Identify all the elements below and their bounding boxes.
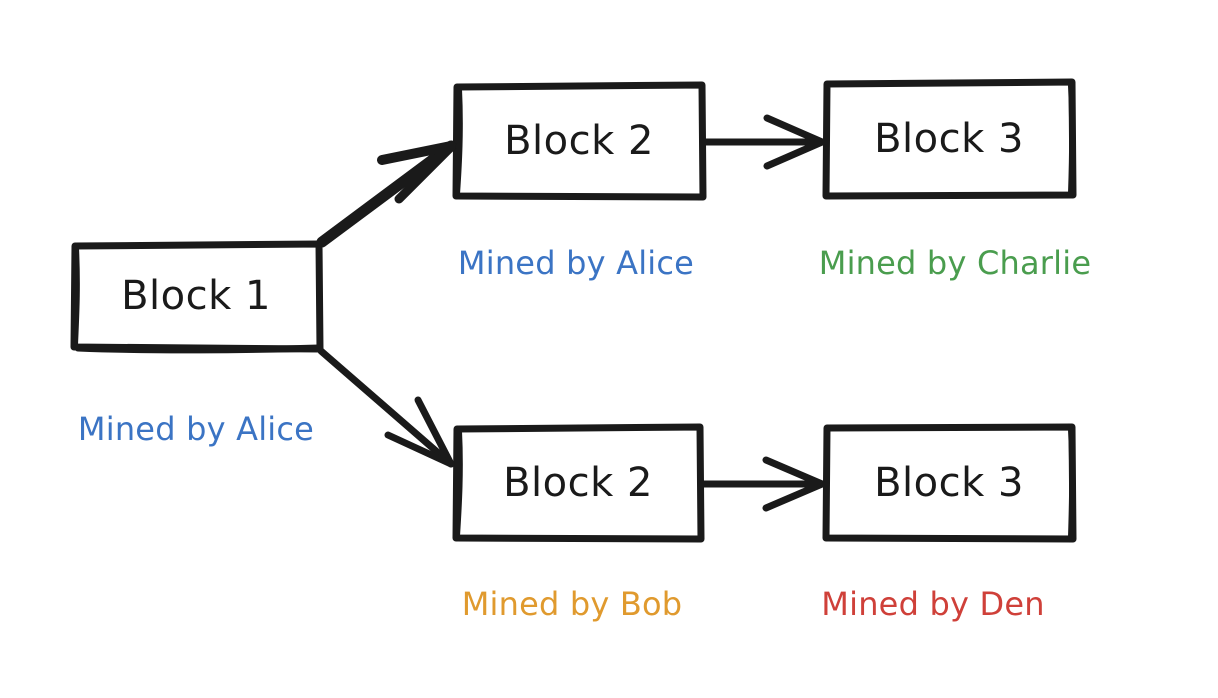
block-3-bottom[interactable] (825, 427, 1073, 540)
block-2-top-shape[interactable] (452, 81, 707, 201)
arrow-block1-to-block2-bottom[interactable] (317, 347, 455, 468)
miner-label-block-3-top: Mined by Charlie (818, 244, 1092, 282)
block-2-bottom[interactable] (456, 427, 701, 540)
arrow-block2-to-block3-bottom[interactable] (699, 456, 826, 512)
miner-label-block-3-bottom: Mined by Den (821, 585, 1045, 623)
block-3-bottom-shape[interactable] (822, 423, 1077, 543)
block-2-top[interactable] (455, 85, 703, 198)
block-2-bottom-shape[interactable] (452, 423, 705, 543)
block-1[interactable] (73, 243, 320, 348)
block-3-top[interactable] (825, 82, 1073, 196)
block-3-top-shape[interactable] (822, 78, 1077, 200)
miner-label-block-2-top: Mined by Alice (457, 244, 695, 282)
miner-label-block-2-bottom: Mined by Bob (461, 585, 683, 623)
miner-label-block-1: Mined by Alice (77, 410, 315, 448)
arrow-block2-to-block3-top[interactable] (700, 114, 826, 170)
arrow-block1-to-block2-top[interactable] (316, 140, 457, 248)
